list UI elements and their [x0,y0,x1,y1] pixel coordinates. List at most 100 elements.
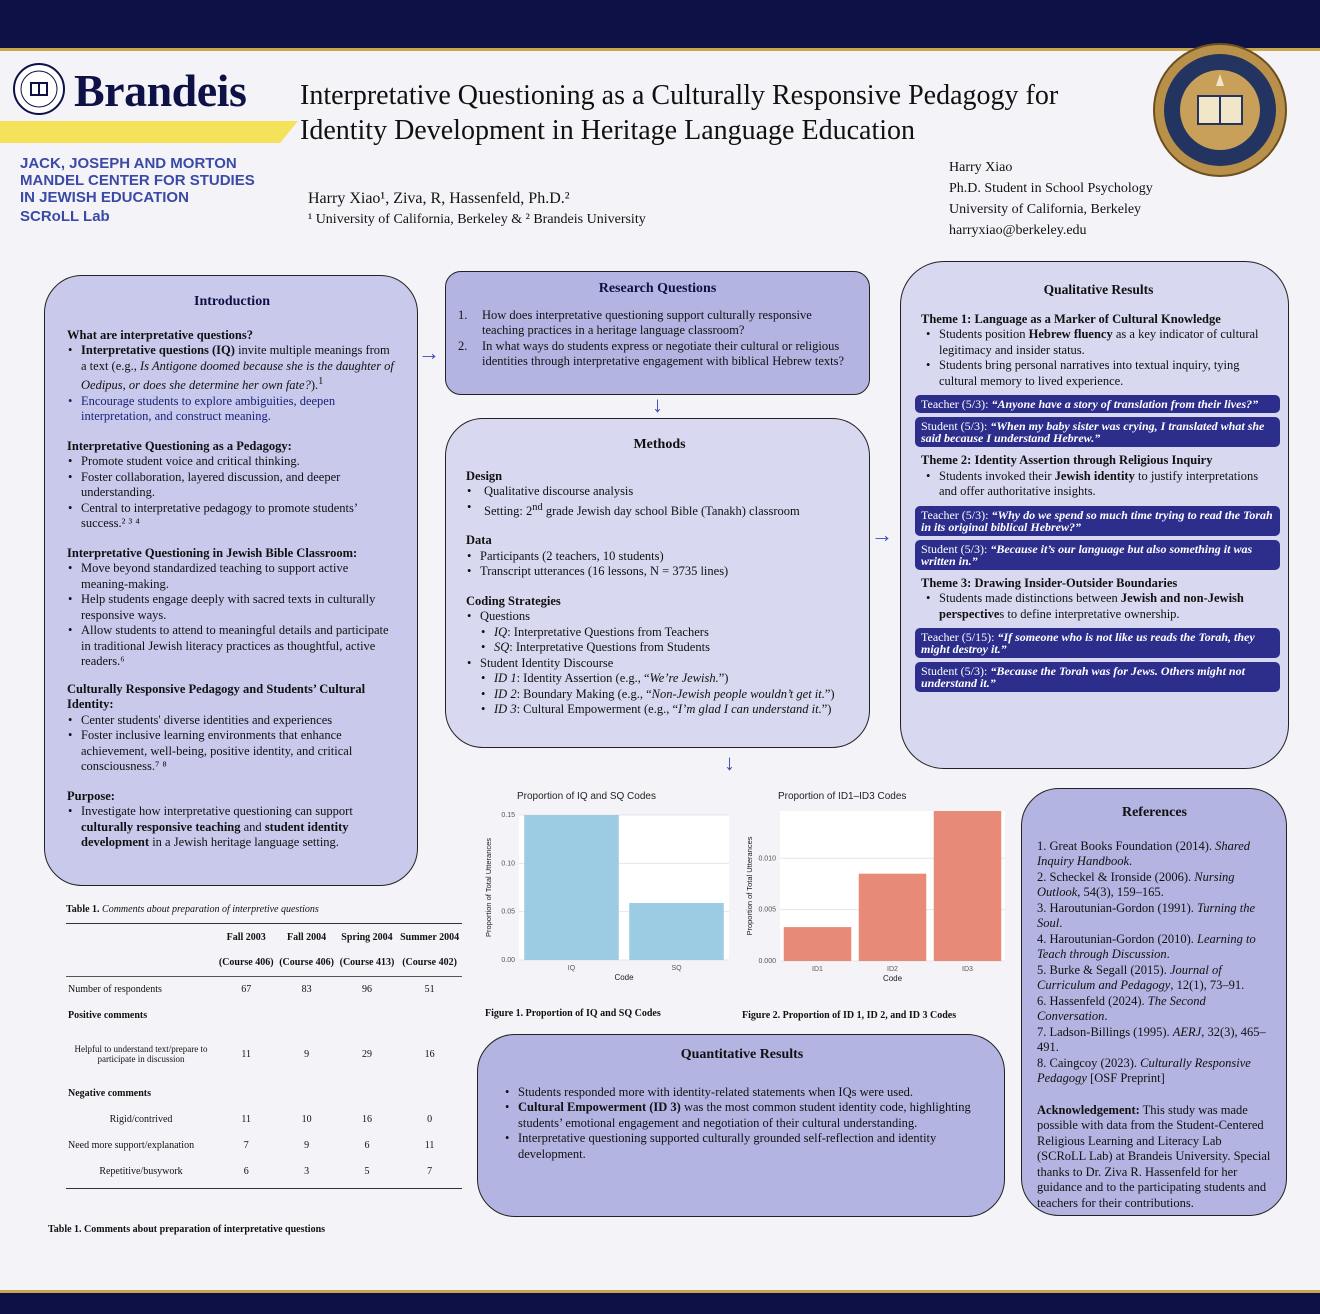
table-caption-bottom: Table 1. Comments about preparation of i… [48,1224,326,1235]
list-item: Investigate how interpretative questioni… [68,804,397,851]
list-item: Students bring personal narratives into … [926,358,1276,389]
bar [524,815,619,960]
teacher-quote: Teacher (5/15): “If someone who is not l… [915,628,1280,658]
table-header-cell: Spring 2004 [341,931,393,943]
contact-block: Harry Xiao Ph.D. Student in School Psych… [949,157,1153,241]
section-heading: What are interpretative questions? [67,327,253,342]
bar [783,927,852,961]
table-cell [397,1080,462,1106]
code-item: ID 3: Cultural Empowerment (e.g., “I’m g… [481,702,853,718]
brandeis-stripe [0,121,298,143]
y-tick-label: 0.00 [501,957,515,964]
table-cell: 16 [424,1048,435,1060]
table-cell: 29 [361,1048,372,1060]
arrow-down-icon: ↓ [724,750,735,775]
table-cell: 51 [424,983,435,995]
table-row-label: Negative comments [68,1087,152,1099]
list-item: Student Identity Discourse [467,656,853,672]
table-header-cell: (Course 406) [218,957,274,969]
table-cell: 5 [364,1165,370,1177]
table-header-cell [66,924,216,950]
table-cell: 0 [427,1113,433,1125]
teacher-quote: Teacher (5/3): “Why do we spend so much … [915,505,1280,536]
bar [933,811,1002,961]
list-item: Cultural Empowerment (ID 3) was the most… [505,1100,980,1131]
reference-item: 8. Caingcoy (2023). Culturally Responsiv… [1037,1055,1251,1086]
reference-item: 4. Haroutunian-Gordon (2010). Learning t… [1037,931,1256,962]
table-cell [216,1080,276,1106]
contact-name: Harry Xiao [949,160,1013,175]
table-cell: 6 [364,1139,370,1151]
table-1: Table 1. Comments about preparation of i… [66,904,462,1189]
figure-1-caption: Figure 1. Proportion of IQ and SQ Codes [485,1008,661,1019]
theme-heading: Theme 3: Drawing Insider-Outsider Bounda… [921,575,1178,590]
list-item: Questions [467,609,853,625]
y-axis-label: Proportion of Total Utterances [484,838,493,937]
contact-email[interactable]: harryxiao@berkeley.edu [949,223,1087,238]
table-cell [337,1080,397,1106]
list-item: Students position Hebrew fluency as a ke… [926,327,1276,358]
title-line: Identity Development in Heritage Languag… [300,115,916,146]
section-title: Introduction [194,294,270,309]
reference-item: 6. Hassenfeld (2024). The Second Convers… [1037,993,1206,1024]
x-tick-label: ID2 [887,966,898,973]
x-axis-label: Code [883,974,903,983]
table-header-cell [66,950,216,976]
section-heading: Interpretative Questioning as a Pedagogy… [67,438,292,453]
table-cell: 83 [301,983,312,995]
student-quote: Student (5/3): “When my baby sister was … [915,417,1280,447]
list-item: 1.How does interpretative questioning su… [458,307,812,338]
student-quote: Student (5/3): “Because it’s our languag… [915,539,1280,570]
table-caption: Table 1. Comments about preparation of i… [66,904,319,915]
table-cell [276,1080,336,1106]
list-item: Participants (2 teachers, 10 students) [467,549,853,565]
table-header-cell: Summer 2004 [400,931,460,943]
center-line: IN JEWISH EDUCATION [20,189,189,206]
student-quote: Student (5/3): “Because the Torah was fo… [915,662,1280,692]
list-item: Students made distinctions between Jewis… [926,591,1276,622]
y-axis-label: Proportion of Total Utterances [745,836,754,935]
acknowledgement: Acknowledgement: This study was made pos… [1037,1102,1271,1210]
table-cell: 16 [361,1113,372,1125]
list-item: Setting: 2nd grade Jewish day school Bib… [467,500,853,520]
affiliations: ¹ University of California, Berkeley & ²… [308,212,646,227]
list-item: Interpretative questioning supported cul… [505,1131,980,1162]
section-title: Quantitative Results [680,1047,804,1062]
section-heading: Purpose: [67,788,115,803]
y-tick-label: 0.010 [758,855,776,862]
code-item: ID 2: Boundary Making (e.g., “Non-Jewish… [481,687,853,703]
list-item: Foster collaboration, layered discussion… [68,470,397,501]
table-cell: 11 [241,1048,252,1060]
table-header-cell: (Course 413) [339,957,395,969]
contact-title: Ph.D. Student in School Psychology [949,181,1153,196]
list-item: Students responded more with identity-re… [505,1085,980,1101]
table-cell: 96 [361,983,372,995]
uc-seal [1152,42,1288,178]
theme-heading: Theme 1: Language as a Marker of Cultura… [921,311,1221,326]
reference-item: 7. Ladson-Billings (1995). AERJ, 32(3), … [1037,1024,1266,1055]
table-header-cell: Fall 2003 [226,931,266,943]
x-axis-label: Code [614,973,634,982]
list-item: Foster inclusive learning environments t… [68,728,397,775]
poster-title: Interpretative Questioning as a Cultural… [300,78,1160,148]
table-row: Positive comments [66,1002,462,1028]
center-line: JACK, JOSEPH AND MORTON [20,155,237,172]
y-tick-label: 0.000 [758,958,776,965]
figure-2-caption: Figure 2. Proportion of ID 1, ID 2, and … [742,1010,957,1021]
table-cell [337,1002,397,1028]
table-row-label: Need more support/explanation [68,1139,195,1151]
reference-item: 1. Great Books Foundation (2014). Shared… [1037,838,1251,869]
center-line: MANDEL CENTER FOR STUDIES [20,172,255,189]
table-row-label: Repetitive/busywork [99,1165,183,1177]
institution-wordmark: Brandeis [74,65,247,116]
code-item: IQ: Interpretative Questions from Teache… [481,625,853,641]
x-tick-label: ID3 [962,966,973,973]
list-item: Center students' diverse identities and … [68,713,397,729]
table-row-label: Number of respondents [68,983,162,995]
research-questions-panel: Research Questions 1.How does interpreta… [445,271,870,395]
